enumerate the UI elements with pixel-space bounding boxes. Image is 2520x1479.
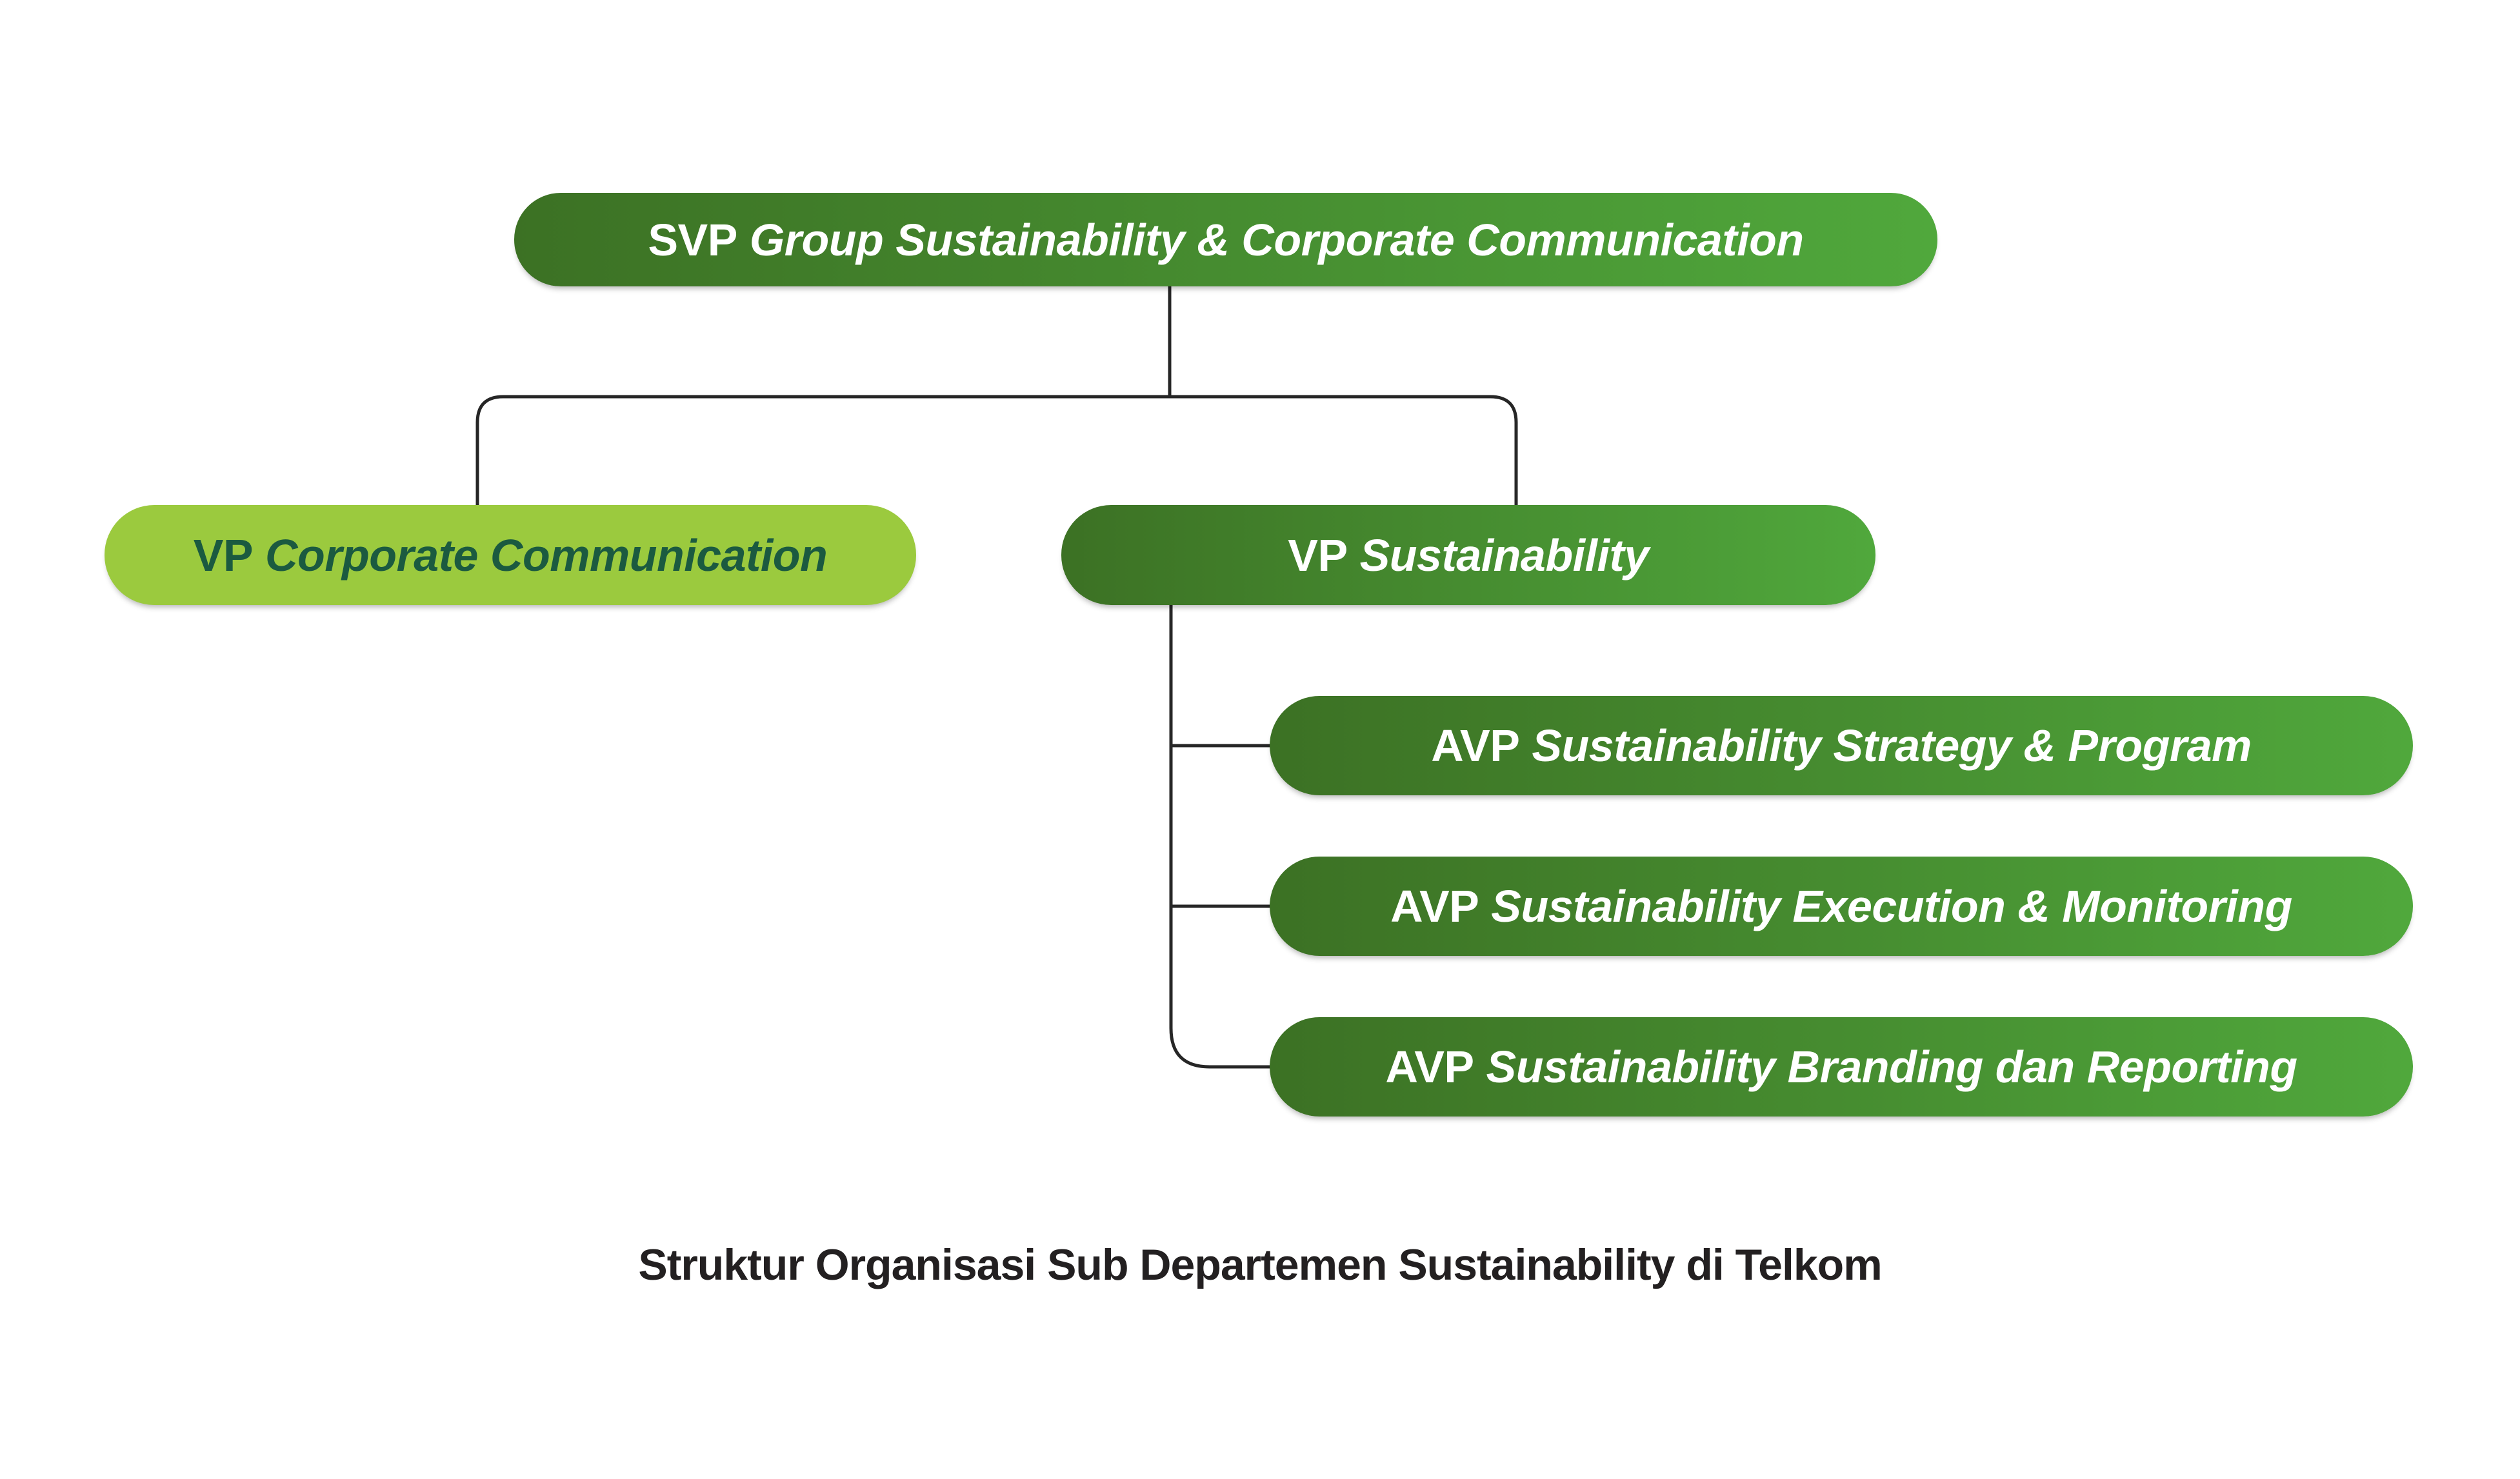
node-prefix: AVP (1385, 1042, 1474, 1092)
node-title: Sustainability Branding dan Reporting (1486, 1042, 2298, 1092)
node-prefix: AVP (1390, 881, 1479, 931)
node-avp-sustainability-execution-monitoring: AVP Sustainability Execution & Monitorin… (1270, 857, 2413, 956)
connector-split-bracket (475, 395, 1518, 505)
node-avp-sustainability-branding-reporting: AVP Sustainability Branding dan Reportin… (1270, 1017, 2413, 1117)
connector-vps-drop-avp3 (1169, 605, 1272, 1069)
node-prefix: SVP (648, 214, 737, 265)
node-prefix: VP (1288, 530, 1348, 581)
node-title: Sustainability (1359, 530, 1650, 581)
node-title: Corporate Communication (265, 530, 828, 581)
node-avp-sustainability-strategy-program: AVP Sustainability Strategy & Program (1270, 696, 2413, 795)
node-svp-group-sustainability-corporate-communication: SVP Group Sustainability & Corporate Com… (514, 193, 1937, 286)
node-vp-corporate-communication: VP Corporate Communication (105, 505, 916, 605)
node-title: Group Sustainability & Corporate Communi… (749, 214, 1804, 265)
node-vp-sustainability: VP Sustainability (1061, 505, 1875, 605)
node-title: Sustainability Strategy & Program (1532, 720, 2252, 771)
node-title: Sustainability Execution & Monitoring (1491, 881, 2292, 931)
diagram-caption: Struktur Organisasi Sub Departemen Susta… (638, 1240, 1882, 1289)
node-prefix: AVP (1431, 720, 1520, 771)
node-prefix: VP (193, 530, 254, 581)
